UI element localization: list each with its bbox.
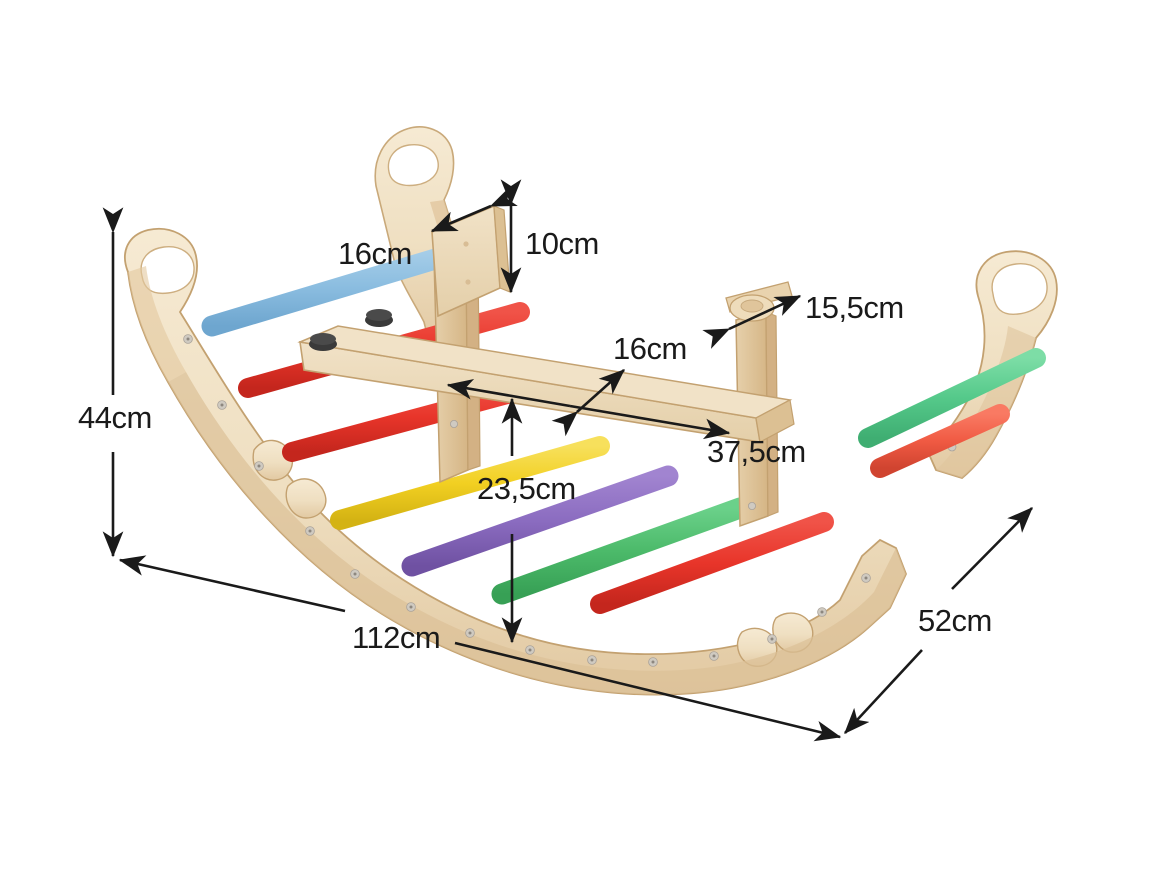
dimension-lines xyxy=(102,179,1033,742)
right-rungs xyxy=(858,348,1046,478)
seat-lock-knobs xyxy=(309,309,393,351)
dim-depth-52 xyxy=(844,507,1033,734)
purple-rung xyxy=(401,465,679,577)
dimension-label-backrest-height: 10cm xyxy=(525,226,599,261)
green-rung-right xyxy=(858,348,1046,448)
dimension-label-depth: 52cm xyxy=(918,603,992,638)
dimension-label-height: 44cm xyxy=(78,400,152,435)
dimension-label-inner-depth: 23,5cm xyxy=(477,471,576,506)
yellow-rung xyxy=(330,436,610,530)
dimension-label-seat-length: 37,5cm xyxy=(707,434,806,469)
dimension-label-seat-width: 16cm xyxy=(613,331,687,366)
dim-peg-155 xyxy=(702,294,802,349)
dim-seat-length-375 xyxy=(446,378,731,440)
red-rung-3 xyxy=(590,512,834,614)
dimension-label-peg-length: 15,5cm xyxy=(805,290,904,325)
seat-board xyxy=(297,309,795,443)
dim-backrest-width-16 xyxy=(430,186,518,233)
dimension-label-backrest-width: 16cm xyxy=(338,236,412,271)
dim-length-112 xyxy=(118,555,842,742)
dimension-label-length: 112cm xyxy=(352,620,441,655)
dim-seat-width-16 xyxy=(551,369,625,437)
green-rung xyxy=(491,497,751,605)
orange-rung-right xyxy=(870,404,1010,478)
left-arch-panel xyxy=(124,228,907,696)
